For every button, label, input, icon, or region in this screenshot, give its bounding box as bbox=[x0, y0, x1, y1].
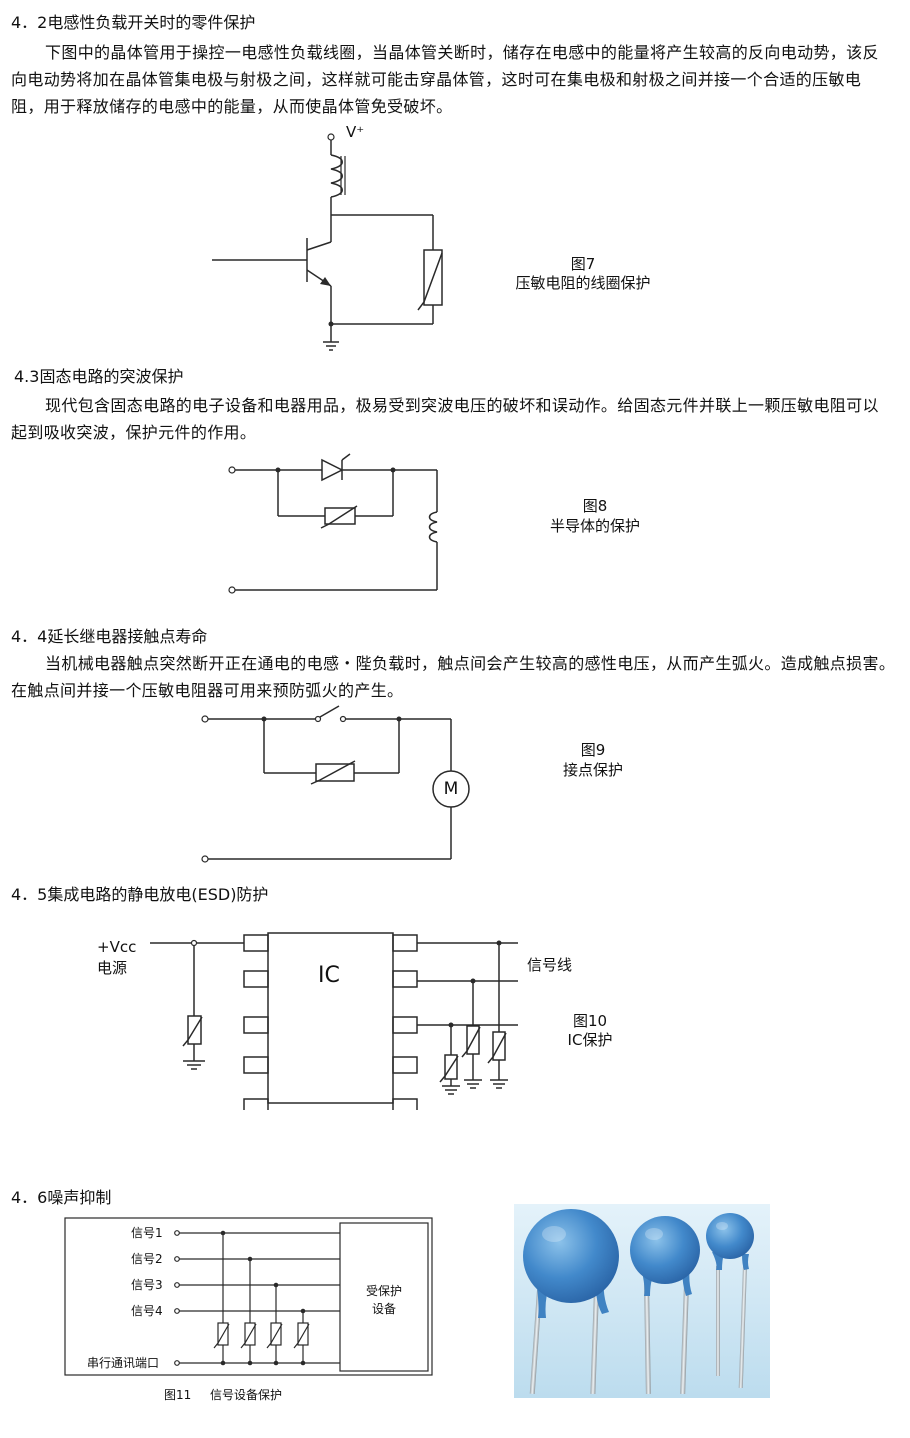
large-varistor-disc bbox=[523, 1209, 619, 1303]
ic-pin bbox=[392, 970, 418, 988]
thyristor-symbol bbox=[321, 458, 344, 482]
inductor-coil bbox=[428, 511, 438, 543]
figure-7-number: 图7 bbox=[570, 255, 596, 273]
ic-pin bbox=[392, 1016, 418, 1034]
protected-device-label-2: 设备 bbox=[371, 1302, 396, 1316]
figure-8-diagram bbox=[228, 453, 438, 594]
protected-device-box bbox=[339, 1222, 429, 1372]
figure-8-title: 半导体的保护 bbox=[549, 517, 640, 535]
figure-11-diagram bbox=[64, 1217, 433, 1376]
paragraph-4-4: 当机械电器触点突然断开正在通电的电感・陛负载时，触点间会产生较高的感性电压，从而… bbox=[11, 654, 896, 700]
inductor-coil bbox=[330, 154, 343, 198]
paragraph-4-3: 现代包含固态电路的电子设备和电器用品，极易受到突波电压的破坏和误动作。给固态元件… bbox=[11, 396, 879, 442]
figure-9-diagram bbox=[201, 705, 470, 863]
figure-10-title: IC保护 bbox=[567, 1031, 613, 1049]
vplus-label: V⁺ bbox=[346, 123, 365, 141]
serial-port-label: 串行通讯端口 bbox=[87, 1356, 160, 1370]
figure-11-title: 信号设备保护 bbox=[210, 1388, 283, 1402]
heading-4-2: 4．2电感性负载开关时的零件保护 bbox=[11, 13, 256, 32]
ic-pin bbox=[392, 1056, 418, 1074]
ic-pin bbox=[243, 1098, 269, 1110]
outer-frame bbox=[64, 1217, 433, 1376]
medium-varistor-disc bbox=[630, 1216, 700, 1284]
varistor-product-photo bbox=[514, 1204, 770, 1398]
figure-7-diagram bbox=[212, 133, 443, 351]
heading-4-5: 4．5集成电路的静电放电(ESD)防护 bbox=[11, 885, 269, 904]
ic-label: IC bbox=[318, 963, 340, 988]
heading-4-3: 4.3固态电路的突波保护 bbox=[14, 367, 184, 386]
ic-pin bbox=[243, 1056, 269, 1074]
heading-4-4: 4．4延长继电器接触点寿命 bbox=[11, 627, 208, 646]
emitter-arrow bbox=[320, 277, 331, 286]
ic-pin bbox=[243, 970, 269, 988]
ic-pin bbox=[392, 1098, 418, 1110]
power-label: 电源 bbox=[97, 959, 128, 977]
relay-contact bbox=[319, 705, 340, 718]
figure-11-number: 图11 bbox=[164, 1388, 192, 1402]
figure-10-number: 图10 bbox=[572, 1012, 608, 1030]
figure-8-number: 图8 bbox=[582, 497, 608, 515]
figure-9-title: 接点保护 bbox=[562, 761, 623, 779]
motor-label: M bbox=[443, 779, 459, 799]
supply-terminal bbox=[327, 133, 335, 141]
figure-7-title: 压敏电阻的线圈保护 bbox=[515, 274, 651, 292]
signal-line-label: 信号线 bbox=[527, 956, 573, 974]
ic-pin bbox=[392, 934, 418, 952]
figure-10-diagram bbox=[150, 932, 518, 1110]
figure-9-number: 图9 bbox=[580, 741, 606, 759]
ic-pin bbox=[243, 1016, 269, 1034]
signal-2-label: 信号2 bbox=[131, 1252, 163, 1266]
signal-1-label: 信号1 bbox=[131, 1226, 163, 1240]
ic-pin bbox=[243, 934, 269, 952]
ic-body bbox=[267, 932, 394, 1104]
small-varistor-disc bbox=[706, 1213, 754, 1259]
vcc-label: +Vcc bbox=[97, 938, 137, 956]
paragraph-4-2: 下图中的晶体管用于操控一电感性负载线圈，当晶体管关断时，储存在电感中的能量将产生… bbox=[11, 43, 879, 116]
protected-device-label-1: 受保护 bbox=[365, 1284, 402, 1298]
signal-4-label: 信号4 bbox=[131, 1304, 163, 1318]
heading-4-6: 4．6噪声抑制 bbox=[11, 1188, 112, 1207]
signal-3-label: 信号3 bbox=[131, 1278, 163, 1292]
